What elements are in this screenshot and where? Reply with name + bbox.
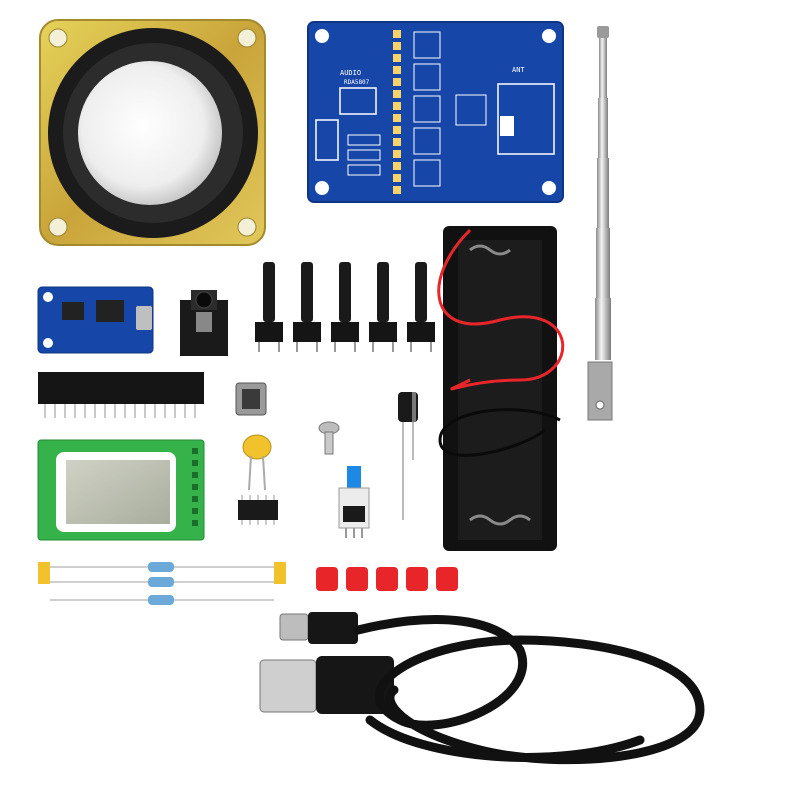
telescopic-antenna-icon [587,26,613,421]
electrolytic-capacitor-icon [398,392,418,520]
pcb-label-audio: AUDIO [340,69,361,77]
ic-chip-icon [238,495,278,525]
tactile-button-icon [255,262,435,352]
push-switch-icon [338,466,370,538]
pcb-board-icon: AUDIO ANT RDA5807 [307,21,564,203]
audio-jack-icon [180,290,228,356]
ceramic-capacitor-icon [242,434,272,491]
charger-module-icon [37,286,154,354]
button-cap-icon [316,567,458,591]
pcb-label-chip: RDA5807 [344,79,370,86]
pin-header-icon [38,372,204,418]
lcd-module-icon [37,439,205,541]
battery-holder-icon [437,226,565,551]
pcb-label-ant: ANT [512,66,525,74]
usb-cable-icon [259,612,705,765]
resistor-icon [38,562,286,605]
connector-icon [235,382,267,416]
screw-icon [318,421,340,455]
speaker-icon [39,19,266,246]
